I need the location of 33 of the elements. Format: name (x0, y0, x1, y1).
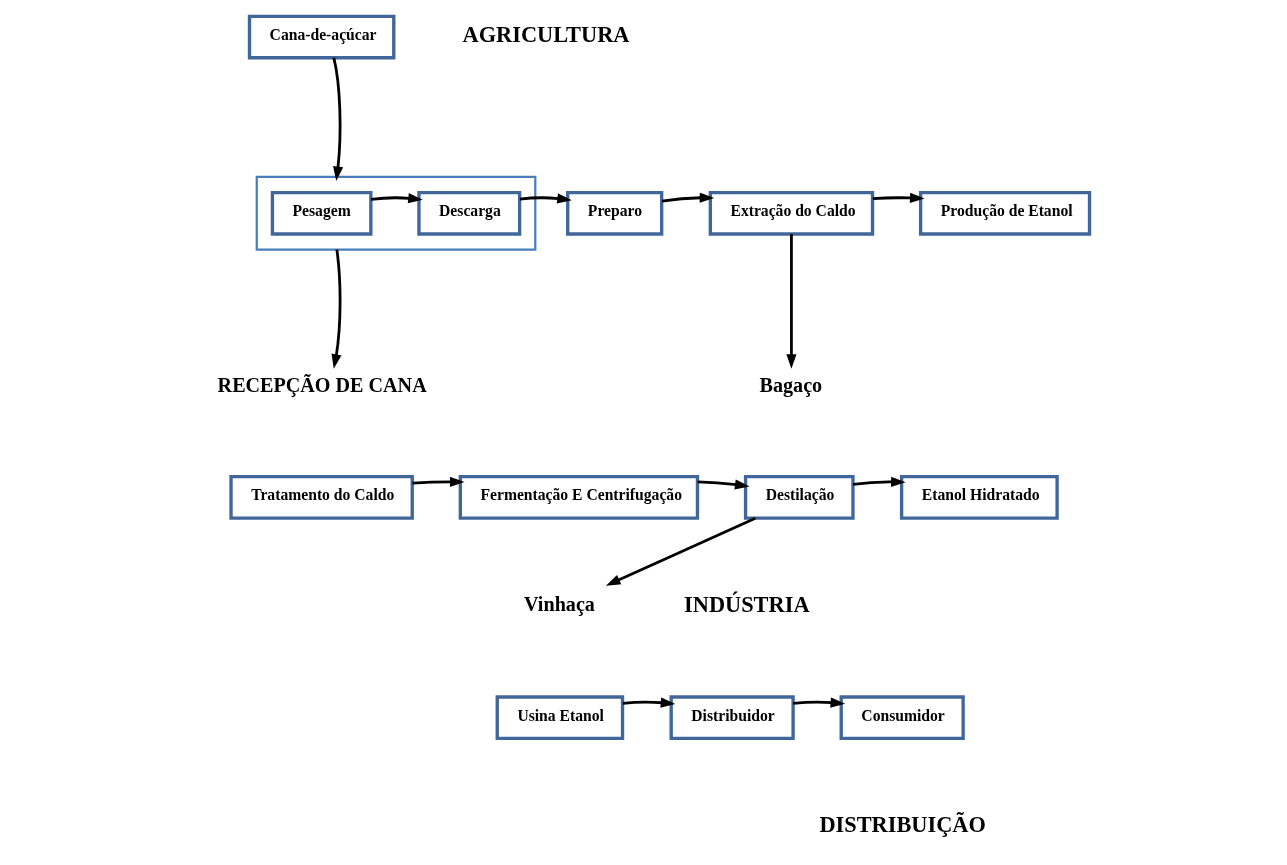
arrow (622, 697, 676, 708)
node-text: Vinhaça (524, 593, 595, 616)
node-box: Destilação (743, 475, 855, 520)
arrow (605, 517, 756, 586)
node-box: Preparo (566, 190, 664, 236)
node-box: Pesagem (270, 190, 373, 236)
arrow (661, 192, 715, 203)
arrow (370, 193, 423, 204)
arrow (412, 476, 465, 487)
node-box: Distribuidor (669, 695, 795, 741)
label: AGRICULTURA (462, 21, 630, 47)
node-text: RECEPÇÃO DE CANA (217, 374, 427, 397)
node-text: Bagaço (759, 374, 823, 397)
label: DISTRIBUIÇÃO (819, 812, 986, 838)
node-box: Extração do Caldo (708, 190, 875, 236)
node-box: Etanol Hidratado (899, 475, 1059, 520)
label: INDÚSTRIA (684, 592, 810, 618)
node-box: Tratamento do Caldo (229, 475, 414, 520)
arrow (519, 193, 572, 204)
node-box: Produção de Etanol (918, 190, 1092, 236)
arrow (697, 479, 750, 490)
arrow (332, 57, 344, 182)
node-box: Descarga (417, 190, 522, 236)
node-box: Cana-de-açúcar (247, 14, 396, 60)
node-box: Consumidor (839, 695, 965, 741)
arrow (793, 697, 846, 708)
node-box: Usina Etanol (495, 695, 625, 741)
node-box: Fermentação E Centrifugação (458, 475, 700, 520)
arrow (852, 476, 906, 487)
arrow (331, 249, 342, 369)
arrow (872, 192, 925, 203)
arrow (786, 234, 797, 369)
cluster (255, 175, 537, 251)
